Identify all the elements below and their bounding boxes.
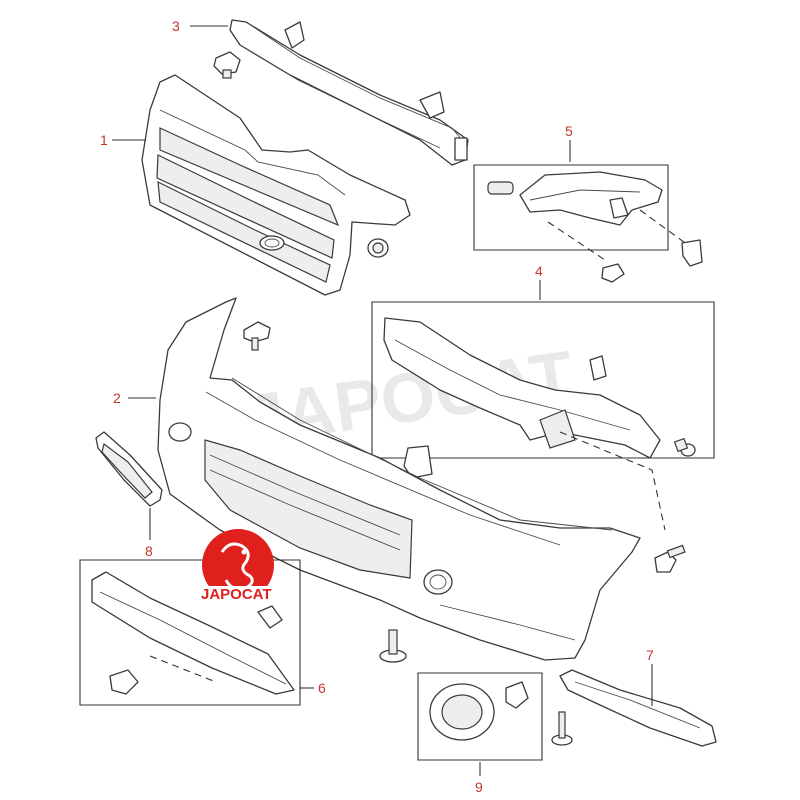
logo-text: JAPOCAT <box>201 586 272 603</box>
callout-6: 6 <box>318 680 326 696</box>
callout-3: 3 <box>172 18 180 34</box>
callout-8: 8 <box>145 543 153 559</box>
part-8-grille-insert[interactable] <box>95 431 163 507</box>
callout-7: 7 <box>646 647 654 663</box>
part-5-bracket[interactable] <box>487 171 703 283</box>
part-6-lower-panel[interactable] <box>91 571 295 695</box>
part-4-bracket[interactable] <box>383 317 696 531</box>
part-1-grille[interactable] <box>141 74 411 296</box>
callout-5: 5 <box>565 123 573 139</box>
part-2-bottom-fastener[interactable] <box>379 629 407 663</box>
callout-1: 1 <box>100 132 108 148</box>
logo-text-backing <box>199 586 279 602</box>
cat-eye-icon <box>241 549 247 555</box>
part-9-group-box <box>417 672 543 761</box>
logo-red-circle <box>202 529 274 601</box>
japocat-logo: JAPOCAT <box>199 529 279 603</box>
part-3-bolt[interactable] <box>213 51 241 79</box>
callout-2: 2 <box>113 390 121 406</box>
part-3-upper-bar[interactable] <box>229 19 469 166</box>
part-1-clip[interactable] <box>367 238 389 258</box>
part-2-bumper[interactable] <box>157 297 641 661</box>
part-7-end-trim[interactable] <box>559 669 717 747</box>
part-4-group-box <box>371 301 715 459</box>
callout-labels: 3 1 5 4 2 8 6 7 9 <box>100 18 654 795</box>
part-5-group-box <box>473 164 669 251</box>
part-9-fog-bezel[interactable] <box>429 681 529 741</box>
leader-lines <box>112 25 653 776</box>
part-2-top-clip[interactable] <box>243 321 271 351</box>
callout-4: 4 <box>535 263 543 279</box>
part-7-screw[interactable] <box>551 711 573 746</box>
callout-9: 9 <box>475 779 483 795</box>
part-2-screw[interactable] <box>654 544 686 573</box>
